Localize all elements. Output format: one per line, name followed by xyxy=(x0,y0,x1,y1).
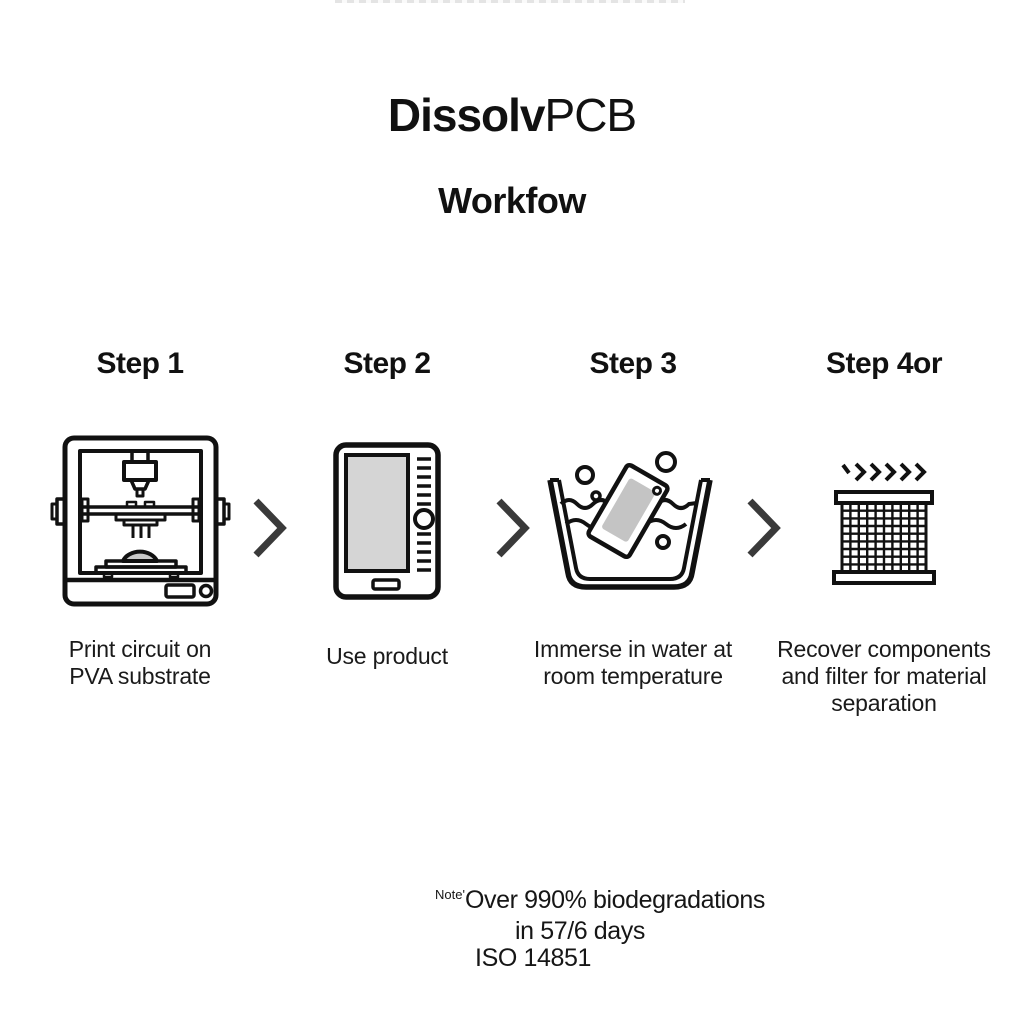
step-4-column: Step 4or Recover components and filter f… xyxy=(769,346,999,766)
step-1-column: Step 1 xyxy=(30,346,250,766)
chevron-right-icon xyxy=(496,498,530,558)
step-4-caption: Recover components and filter for materi… xyxy=(777,636,991,716)
page-subtitle: Workfow xyxy=(438,180,586,221)
note-line-3: ISO 14851 xyxy=(475,944,591,972)
step-4-icon-box xyxy=(769,420,999,622)
step-1-label: Step 1 xyxy=(96,347,184,380)
chevron-right-icon xyxy=(253,498,287,558)
page-title: DissolvPCB xyxy=(0,88,1024,142)
step-2-label: Step 2 xyxy=(343,347,431,380)
step-3-label: Step 3 xyxy=(589,347,677,380)
step-1-caption: Print circuit on PVA substrate xyxy=(68,636,212,689)
step-3-column: Step 3 xyxy=(523,346,743,766)
title-light-part: PCB xyxy=(544,89,638,141)
step-3-icon-box xyxy=(523,420,743,622)
step-2-caption: Use product xyxy=(326,643,448,669)
3d-printer-icon xyxy=(50,435,230,607)
step-1-icon-box xyxy=(30,420,250,622)
note-line-1: Note'Over 990% biodegradations xyxy=(380,886,820,915)
note-text-1: Over 990% biodegradations xyxy=(465,886,765,914)
note-prefix: Note' xyxy=(435,887,465,902)
title-bold-part: Dissolv xyxy=(387,89,546,141)
step-3-caption: Immerse in water at room temperature xyxy=(533,636,733,689)
note-line-2: in 57/6 days xyxy=(514,917,645,945)
chevron-right-icon xyxy=(747,498,781,558)
top-edge-cropped-text-artifact xyxy=(335,0,685,3)
flow-chevrons xyxy=(854,462,927,482)
water-basin-pcb-icon xyxy=(546,451,713,590)
filter-mesh-icon xyxy=(831,462,936,585)
step-4-label: Step 4or xyxy=(825,347,943,380)
step-2-column: Step 2 Use product xyxy=(277,346,497,766)
tablet-device-icon xyxy=(333,442,441,600)
step-2-icon-box xyxy=(277,420,497,622)
